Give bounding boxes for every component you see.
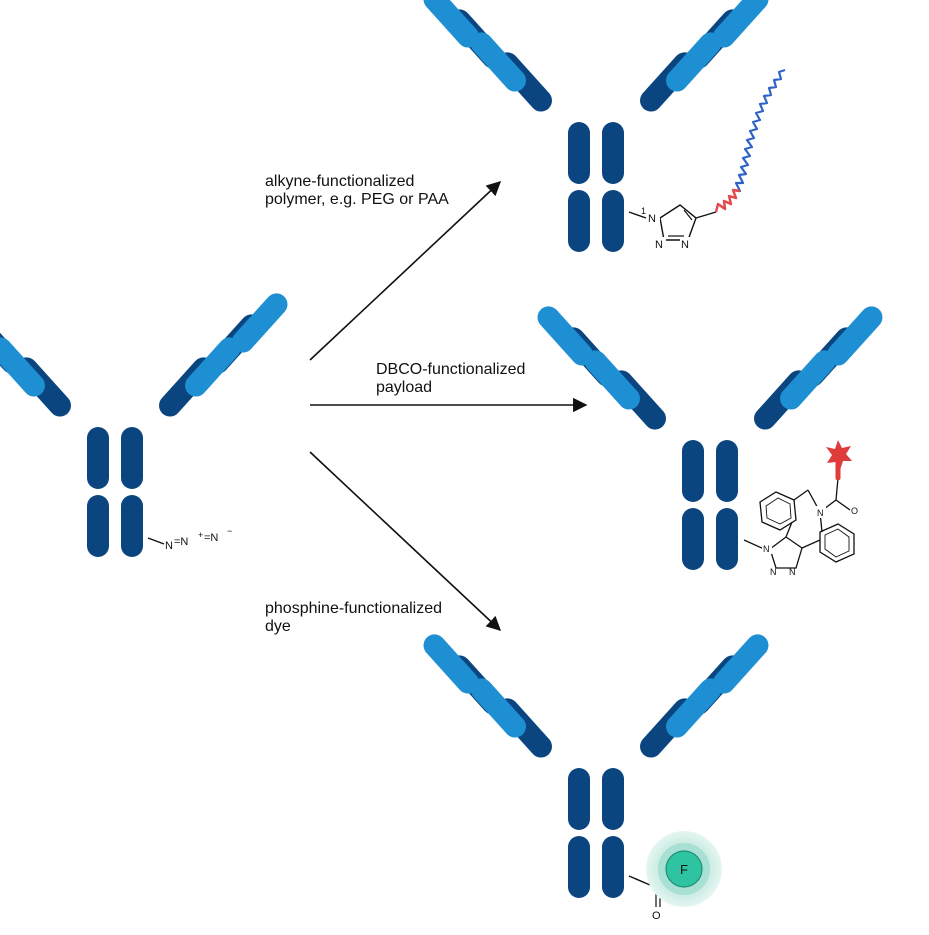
dye-product: N O F — [418, 629, 774, 922]
dye-atom-o: O — [652, 910, 661, 922]
starting-antibody: N =N + =N − — [0, 288, 293, 557]
reaction-label-line1: phosphine-functionalized — [265, 600, 442, 617]
triazole-atom-n1: N — [648, 213, 656, 225]
dbco-atom-n2: N — [770, 567, 777, 577]
reaction-label-dbco: DBCO-functionalized payload — [376, 361, 525, 396]
payload-star-icon — [826, 440, 852, 470]
reaction-label-line1: alkyne-functionalized — [265, 173, 414, 190]
arrow-to-dye — [309, 451, 502, 631]
azide-group-icon: N =N + =N − — [147, 526, 232, 552]
arrow-to-triazole — [309, 181, 502, 361]
reaction-label-line2: polymer, e.g. PEG or PAA — [265, 191, 449, 208]
reaction-label-line2: dye — [265, 618, 291, 635]
triazole-atom-n2: N — [655, 239, 663, 251]
dbco-payload-product: N N N N O — [532, 301, 888, 577]
dbco-icon — [743, 477, 855, 569]
antibody-icon — [0, 288, 293, 557]
triazole-locant-1: 1 — [641, 206, 646, 216]
reaction-label-line2: payload — [376, 379, 432, 396]
reaction-label-alkyne: alkyne-functionalized polymer, e.g. PEG … — [265, 173, 449, 208]
polymer-chain-icon — [714, 68, 786, 213]
polymer-chain-red-segment — [714, 188, 741, 213]
dbco-atom-n4: N — [817, 508, 824, 518]
dbco-atom-labels: N N N N O — [762, 506, 858, 577]
azide-atom-n1: N — [165, 540, 173, 552]
dye-label-f: F — [680, 862, 688, 877]
azide-charge-minus: − — [227, 526, 232, 536]
reaction-label-line1: DBCO-functionalized — [376, 361, 525, 378]
fluorescent-dye-icon: F — [646, 831, 722, 907]
dbco-atom-n1: N — [763, 544, 770, 554]
azide-atom-n2: =N — [174, 536, 188, 548]
dbco-atom-o: O — [851, 506, 858, 516]
antibody-icon — [418, 0, 774, 252]
azide-atom-n3: =N — [204, 532, 218, 544]
triazole-icon: N 1 N N — [628, 204, 717, 251]
triazole-polymer-product: N 1 N N — [418, 0, 786, 252]
triazole-atom-n3: N — [681, 239, 689, 251]
antibody-icon — [532, 301, 888, 570]
reaction-label-phosphine: phosphine-functionalized dye — [265, 600, 442, 635]
dbco-atom-n3: N — [789, 567, 796, 577]
azide-charge-plus: + — [198, 530, 203, 540]
